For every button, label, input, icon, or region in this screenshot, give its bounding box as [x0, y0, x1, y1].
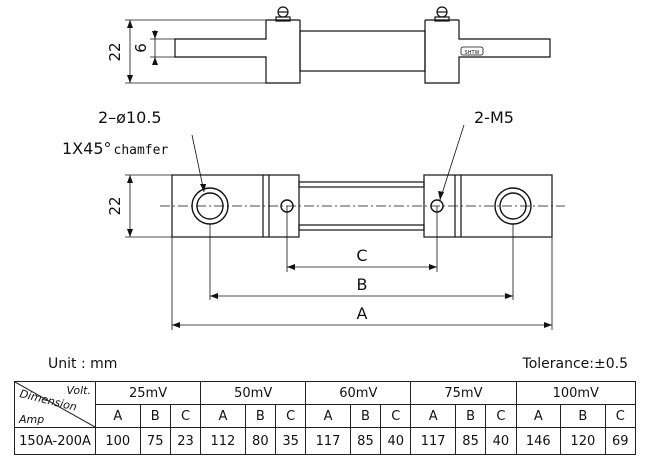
table-cell: 100 [95, 427, 141, 455]
voltage-header: 75mV [410, 381, 517, 405]
table-cell: 23 [169, 427, 202, 455]
sub-header: A [410, 404, 456, 428]
sub-header: A [95, 404, 141, 428]
left-bar-outline [174, 20, 301, 84]
voltage-header: 100mV [515, 381, 636, 405]
sub-header: C [274, 404, 307, 428]
sub-header: B [244, 404, 276, 428]
table-cell: 85 [454, 427, 487, 455]
table-cell: 40 [380, 427, 412, 455]
table-cell: 117 [305, 427, 351, 455]
sub-header: A [200, 404, 246, 428]
resistor-strip-bottom [298, 224, 425, 231]
sub-header: A [515, 404, 562, 428]
table-corner: Volt. Dimension Amp [14, 381, 96, 428]
table-cell: 35 [274, 427, 307, 455]
table-cell: 120 [560, 427, 606, 455]
corner-amp: Amp [19, 413, 45, 426]
sub-header: B [560, 404, 606, 428]
chamfer-label: 1X45°chamfer [62, 139, 168, 158]
table-cell: 75 [139, 427, 171, 455]
sub-header: C [485, 404, 517, 428]
sub-header: B [139, 404, 171, 428]
dim-b-label: B [357, 275, 368, 294]
voltage-header: 60mV [305, 381, 412, 405]
table-cell: 85 [349, 427, 382, 455]
hole-diameter-label: 2–ø10.5 [98, 108, 162, 127]
stamp-text: SHTW [465, 50, 480, 56]
top-dim-22: 22 [106, 196, 124, 215]
table-cell: 80 [244, 427, 276, 455]
corner-volt: Volt. [66, 384, 91, 397]
tolerance-label: Tolerance:±0.5 [522, 356, 628, 372]
dim-a-label: A [357, 304, 368, 323]
sub-header: C [169, 404, 202, 428]
amp-range-cell: 150A-200A [14, 427, 96, 455]
table-cell: 146 [515, 427, 562, 455]
table-cell: 112 [200, 427, 246, 455]
top-view [125, 124, 565, 330]
sub-header: C [604, 404, 637, 428]
side-view [125, 6, 551, 84]
resistor-body [299, 30, 426, 72]
voltage-header: 25mV [94, 381, 202, 405]
dim-c-label: C [356, 246, 367, 265]
resistor-strip-top [298, 181, 425, 188]
table-cell: 117 [410, 427, 456, 455]
sub-header: B [454, 404, 487, 428]
sub-header: A [305, 404, 351, 428]
sub-header: B [349, 404, 382, 428]
side-dim-6: 6 [132, 43, 150, 53]
spec-table: Volt. Dimension Amp 25mV 50mV 60mV 75mV … [14, 381, 637, 455]
voltage-header: 50mV [200, 381, 307, 405]
table-cell: 40 [485, 427, 517, 455]
side-dim-22: 22 [106, 42, 124, 61]
right-bar-outline [424, 20, 551, 84]
stamp-box [460, 46, 484, 56]
unit-label: Unit : mm [48, 356, 118, 372]
screw-label: 2-M5 [474, 108, 514, 127]
table-cell: 69 [604, 427, 637, 455]
sub-header: C [380, 404, 412, 428]
